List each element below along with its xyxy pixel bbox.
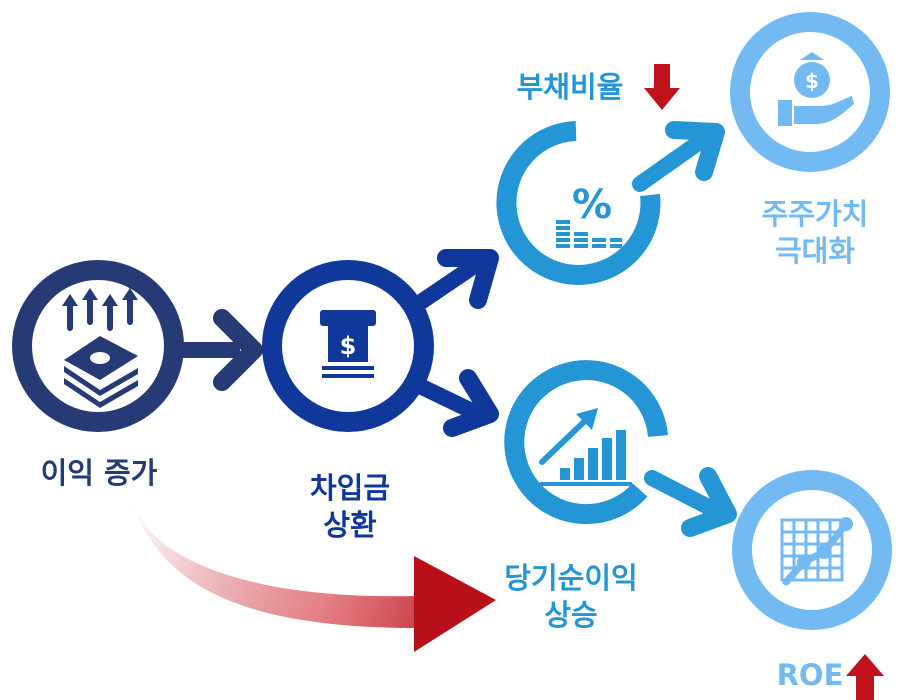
debt-ratio-label: 부채비율 [495, 69, 645, 106]
arrow-repayment-to-debtratio [410, 249, 499, 312]
debt-repayment-node: $ [262, 260, 434, 432]
profit-increase-text: 이익 증가 [40, 456, 158, 490]
debt-repayment-label: 차입금 상환 [270, 470, 430, 544]
profit-to-netincome-arrow [132, 500, 496, 652]
growth-bar-chart-icon [539, 408, 632, 486]
profit-increase-node [12, 260, 184, 432]
net-income-line1: 당기순이익 [504, 561, 638, 595]
arrow-profit-to-repayment [172, 309, 263, 391]
svg-text:%: % [572, 182, 612, 228]
shareholder-value-node: $ [730, 12, 890, 172]
debt-repayment-line1: 차입금 [309, 471, 391, 505]
arrow-repayment-to-netincome [412, 369, 499, 437]
profit-increase-label: 이익 증가 [24, 455, 174, 492]
debt-ratio-node: % [496, 121, 661, 285]
arrow-up-icon [846, 654, 884, 700]
percent-coins-icon: % [556, 182, 622, 248]
net-income-node [504, 360, 668, 525]
roe-text: ROE [776, 658, 844, 692]
debt-ratio-text: 부채비율 [516, 70, 624, 104]
roe-label: ROE [770, 657, 850, 694]
arrow-down-icon [644, 64, 680, 110]
atm-cash-icon: $ [320, 310, 376, 378]
shareholder-value-line2: 극대화 [774, 234, 856, 268]
net-income-label: 당기순이익 상승 [476, 560, 666, 634]
roe-node [732, 470, 892, 630]
svg-text:$: $ [340, 332, 357, 360]
shareholder-value-line1: 주주가치 [761, 197, 869, 231]
svg-text:$: $ [805, 69, 819, 93]
arrow-debtratio-to-shareholder [632, 121, 725, 192]
arrow-netincome-to-roe [644, 467, 737, 537]
net-income-line2: 상승 [544, 598, 598, 632]
money-stack-up-arrows-icon [62, 288, 138, 408]
line-chart-grid-icon [780, 517, 853, 586]
shareholder-value-label: 주주가치 극대화 [740, 196, 890, 270]
money-bag-hand-icon: $ [778, 52, 854, 126]
debt-repayment-line2: 상환 [323, 508, 377, 542]
